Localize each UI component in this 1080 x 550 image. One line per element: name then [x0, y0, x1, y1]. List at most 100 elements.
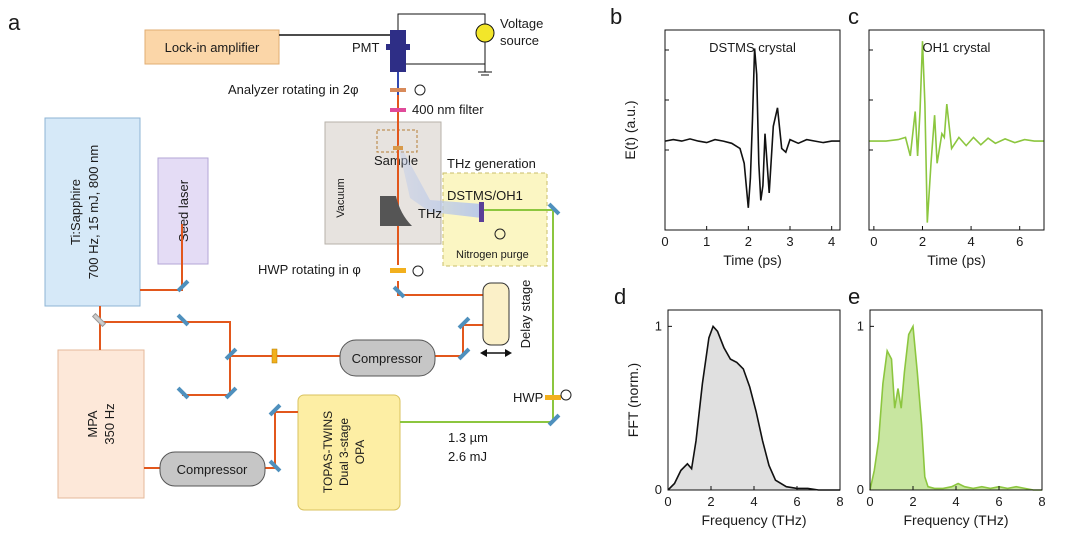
x-tick-label: 6 — [1016, 234, 1023, 249]
x-tick-label: 4 — [967, 234, 974, 249]
hwp — [545, 395, 561, 400]
compressor-bottom — [159, 451, 266, 487]
parabolic-mirror — [380, 196, 412, 226]
series-line — [869, 41, 1044, 223]
x-axis-label: Time (ps) — [927, 252, 986, 268]
nitrogen-purge-label: Nitrogen purge — [456, 249, 529, 261]
x-axis-label: Frequency (THz) — [903, 512, 1008, 528]
waveplate — [271, 348, 278, 364]
x-tick-label: 2 — [707, 494, 714, 509]
pmt-label: PMT — [352, 40, 380, 55]
thz-beam — [398, 145, 482, 218]
hwp-label: HWP — [513, 390, 543, 405]
rotation-icon-hwp2 — [560, 389, 572, 401]
laser-box — [44, 117, 141, 307]
panel-label-b: b — [610, 4, 622, 29]
mpa-box — [57, 349, 145, 499]
beam-1300nm — [400, 209, 554, 423]
x-tick-label: 6 — [793, 494, 800, 509]
crystal — [479, 202, 484, 222]
x-tick-label: 0 — [661, 234, 668, 249]
opa-type: OPA — [353, 440, 367, 464]
chart-title: DSTMS crystal — [709, 40, 796, 55]
filter-label: 400 nm filter — [412, 102, 484, 117]
y-tick-label: 1 — [655, 318, 662, 333]
rotation-icon-analyzer — [414, 84, 426, 96]
pmt — [390, 30, 406, 72]
mirrors — [176, 202, 561, 473]
panel-label-a: a — [8, 10, 21, 35]
chart-b — [664, 29, 841, 231]
mpa-rate: 350 Hz — [102, 403, 117, 444]
y-axis-label: E(t) (a.u.) — [622, 100, 638, 159]
voltage-label-1: Voltage — [500, 16, 543, 31]
chart-title: OH1 crystal — [923, 40, 991, 55]
thz-generation-box — [442, 172, 548, 267]
y-tick-label: 0 — [857, 482, 864, 497]
delay-stage-label: Delay stage — [518, 280, 533, 349]
plot-frame — [664, 29, 841, 231]
laser-specs: 700 Hz, 15 mJ, 800 nm — [86, 145, 101, 279]
x-axis-label: Time (ps) — [723, 252, 782, 268]
x-tick-label: 2 — [919, 234, 926, 249]
lockin-box — [144, 29, 280, 65]
beam-splitter — [91, 312, 107, 328]
seed-laser-label: Seed laser — [176, 179, 191, 242]
ground-cable — [406, 42, 486, 65]
mirror — [176, 279, 190, 293]
mirror — [224, 386, 238, 400]
x-tick-label: 0 — [870, 234, 877, 249]
mirror — [224, 347, 238, 361]
sample-label: Sample — [374, 153, 418, 168]
delay-arrow-head-right — [505, 349, 512, 357]
y-tick-label: 1 — [857, 318, 864, 333]
chart-d — [667, 309, 841, 491]
chart-c — [868, 29, 1045, 231]
rotation-icon-hwp — [412, 265, 424, 277]
delay-stage — [482, 282, 510, 346]
compressor-top — [339, 339, 436, 377]
x-tick-label: 4 — [750, 494, 757, 509]
series-line — [869, 323, 1042, 491]
x-tick-label: 2 — [909, 494, 916, 509]
x-axis-label: Frequency (THz) — [701, 512, 806, 528]
thz-label: THz — [418, 206, 442, 221]
analyzer — [390, 88, 406, 92]
x-tick-label: 3 — [786, 234, 793, 249]
plot-frame — [868, 29, 1045, 231]
y-tick-label: 0 — [655, 482, 662, 497]
series-area — [870, 326, 1042, 490]
compressor-bottom-label: Compressor — [177, 462, 248, 477]
mirror — [268, 403, 282, 417]
x-tick-label: 4 — [952, 494, 959, 509]
series-area — [668, 326, 840, 490]
x-tick-label: 8 — [836, 494, 843, 509]
mpa-label: MPA — [85, 410, 100, 438]
mirror — [392, 285, 406, 299]
analyzer-label: Analyzer rotating in 2φ — [228, 82, 359, 97]
bandpass-filter — [390, 108, 406, 112]
mirror — [547, 413, 561, 427]
opa-stage: Dual 3-stage — [337, 418, 351, 486]
mirror — [268, 459, 282, 473]
voltage-source-icon — [475, 23, 495, 43]
vacuum-label: Vacuum — [335, 178, 347, 218]
mirror — [457, 316, 471, 330]
beam-800nm — [99, 75, 496, 469]
series-line — [664, 48, 840, 208]
compressor-top-label: Compressor — [352, 351, 423, 366]
delay-arrow-head-left — [480, 349, 487, 357]
mirror — [457, 347, 471, 361]
panel-label-c: c — [848, 4, 859, 29]
rotation-icon-crystal — [494, 228, 506, 240]
lockin-label: Lock-in amplifier — [165, 40, 260, 55]
x-tick-label: 0 — [866, 494, 873, 509]
x-tick-label: 1 — [703, 234, 710, 249]
crystal-label: DSTMS/OH1 — [447, 188, 523, 203]
beam-energy: 2.6 mJ — [448, 449, 487, 464]
hwp-rotating — [390, 268, 406, 273]
pmt-flange — [386, 44, 410, 50]
panel-label-d: d — [614, 284, 626, 309]
panel-label-e: e — [848, 284, 860, 309]
mirror — [176, 313, 190, 327]
